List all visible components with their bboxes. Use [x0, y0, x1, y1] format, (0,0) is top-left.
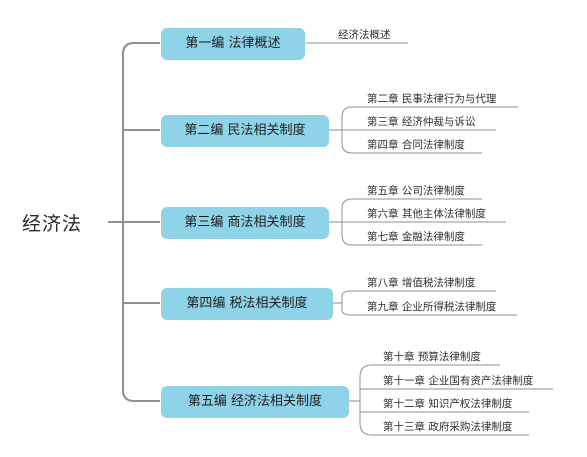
branch-5-underlines: [372, 364, 553, 436]
leaf-item[interactable]: 第十一章 企业国有资产法律制度: [383, 375, 534, 387]
branch-4-connector: [333, 290, 353, 316]
branch-2-underlines: [352, 106, 518, 154]
leaf-item[interactable]: 第十二章 知识产权法律制度: [383, 398, 513, 410]
branch-node-2[interactable]: 第二编 民法相关制度: [161, 115, 329, 147]
branch-2-connector: [329, 106, 353, 154]
leaf-item[interactable]: 第三章 经济仲裁与诉讼: [367, 116, 476, 128]
leaf-item[interactable]: 第九章 企业所得税法律制度: [367, 301, 497, 313]
leaf-item[interactable]: 第八章 增值税法律制度: [367, 277, 476, 289]
leaf-item[interactable]: 第七章 金融法律制度: [367, 231, 465, 243]
branch-4-underlines: [352, 290, 517, 316]
branch-node-5[interactable]: 第五编 经济法相关制度: [161, 386, 349, 418]
leaf-item[interactable]: 第十三章 政府采购法律制度: [383, 421, 513, 433]
branch-3-underlines: [352, 198, 506, 246]
branch-node-1[interactable]: 第一编 法律概述: [161, 28, 305, 60]
branch-node-3[interactable]: 第三编 商法相关制度: [161, 207, 329, 239]
leaf-item[interactable]: 第六章 其他主体法律制度: [367, 208, 486, 220]
branch-3-connector: [329, 198, 353, 246]
leaf-item[interactable]: 第十章 预算法律制度: [383, 351, 481, 363]
leaf-item[interactable]: 第五章 公司法律制度: [367, 185, 465, 197]
leaf-item[interactable]: 第二章 民事法律行为与代理: [367, 93, 497, 105]
leaf-item[interactable]: 经济法概述: [338, 29, 391, 41]
leaf-item[interactable]: 第四章 合同法律制度: [367, 139, 465, 151]
branch-5-connector: [349, 364, 373, 436]
branch-node-4[interactable]: 第四编 税法相关制度: [161, 288, 333, 320]
root-node: 经济法: [22, 213, 83, 235]
